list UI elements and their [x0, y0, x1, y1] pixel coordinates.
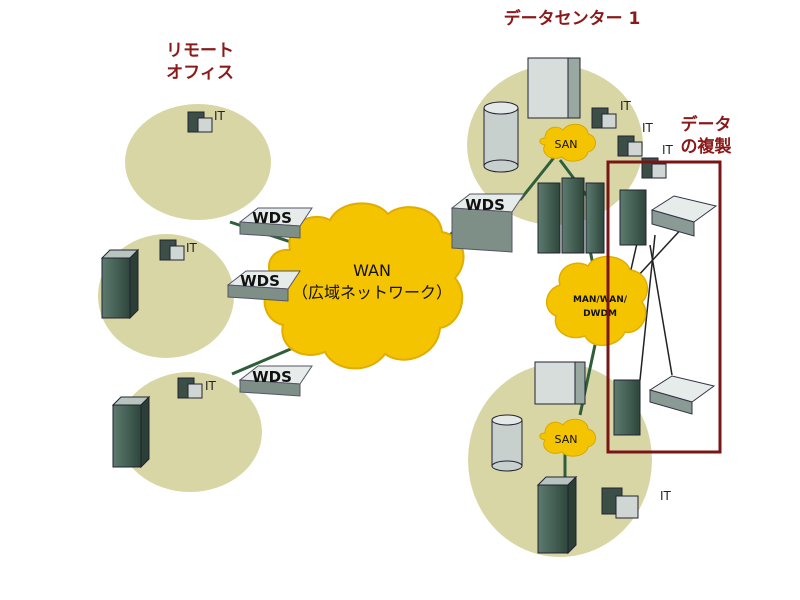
it-label: IT: [620, 99, 632, 113]
san-cloud-2: SAN: [539, 418, 596, 457]
wds-label-2: WDS: [240, 272, 280, 290]
remote-site-3: [118, 372, 262, 492]
storage-disk-icon: [491, 414, 523, 472]
workstation-icon: IT: [177, 377, 217, 399]
server-tower-icon: [527, 57, 581, 119]
workstation-icon: IT: [187, 109, 226, 133]
server-tower-icon: [100, 248, 140, 320]
it-label: IT: [186, 241, 198, 255]
workstation-icon: IT: [601, 487, 672, 519]
workstation-icon: IT: [591, 99, 632, 129]
wan-label: WAN: [353, 261, 391, 280]
replication-label-2: の複製: [681, 136, 732, 157]
wds-appliance-icon: WDS: [238, 207, 313, 239]
server-tower-icon: [534, 361, 586, 405]
it-label: IT: [214, 109, 226, 123]
replication-box: [606, 160, 722, 454]
replication-label: データ: [681, 114, 732, 135]
wds-label-1: WDS: [252, 209, 292, 227]
datacenter-label: データセンター 1: [504, 8, 641, 29]
it-label: IT: [660, 489, 672, 503]
remote-office-label-2: オフィス: [166, 63, 234, 83]
san-label-1: SAN: [555, 138, 578, 151]
it-label: IT: [662, 143, 674, 157]
it-label: IT: [205, 379, 217, 393]
san-label-2: SAN: [555, 433, 578, 446]
server-tower-icon: [613, 189, 647, 436]
wan-cloud: WAN （広域ネットワーク）: [263, 202, 465, 370]
remote-office-label: リモート: [166, 41, 234, 61]
wds-label-4: WDS: [465, 196, 505, 214]
man-cloud: MAN/WAN/ DWDM: [546, 256, 649, 346]
switch-appliance-icon: [650, 195, 718, 237]
man-label: MAN/WAN/: [573, 295, 628, 305]
san-cloud-1: SAN: [539, 123, 596, 162]
it-label: IT: [642, 121, 654, 135]
server-tower-icon: [111, 395, 151, 469]
wds-label-3: WDS: [252, 368, 292, 386]
switch-appliance-icon: [648, 375, 716, 415]
storage-disk-icon: [483, 101, 519, 173]
remote-site-1: [125, 104, 271, 220]
server-tower-icon: [537, 177, 605, 254]
server-tower-icon: [536, 475, 578, 555]
workstation-icon: IT: [159, 239, 198, 261]
dwdm-label: DWDM: [583, 309, 617, 319]
wds-appliance-icon: WDS: [450, 193, 525, 253]
workstation-icon: IT: [617, 121, 654, 157]
wan-subtitle: （広域ネットワーク）: [292, 283, 452, 302]
wds-appliance-icon: WDS: [238, 365, 313, 397]
wds-appliance-icon: WDS: [226, 270, 301, 302]
